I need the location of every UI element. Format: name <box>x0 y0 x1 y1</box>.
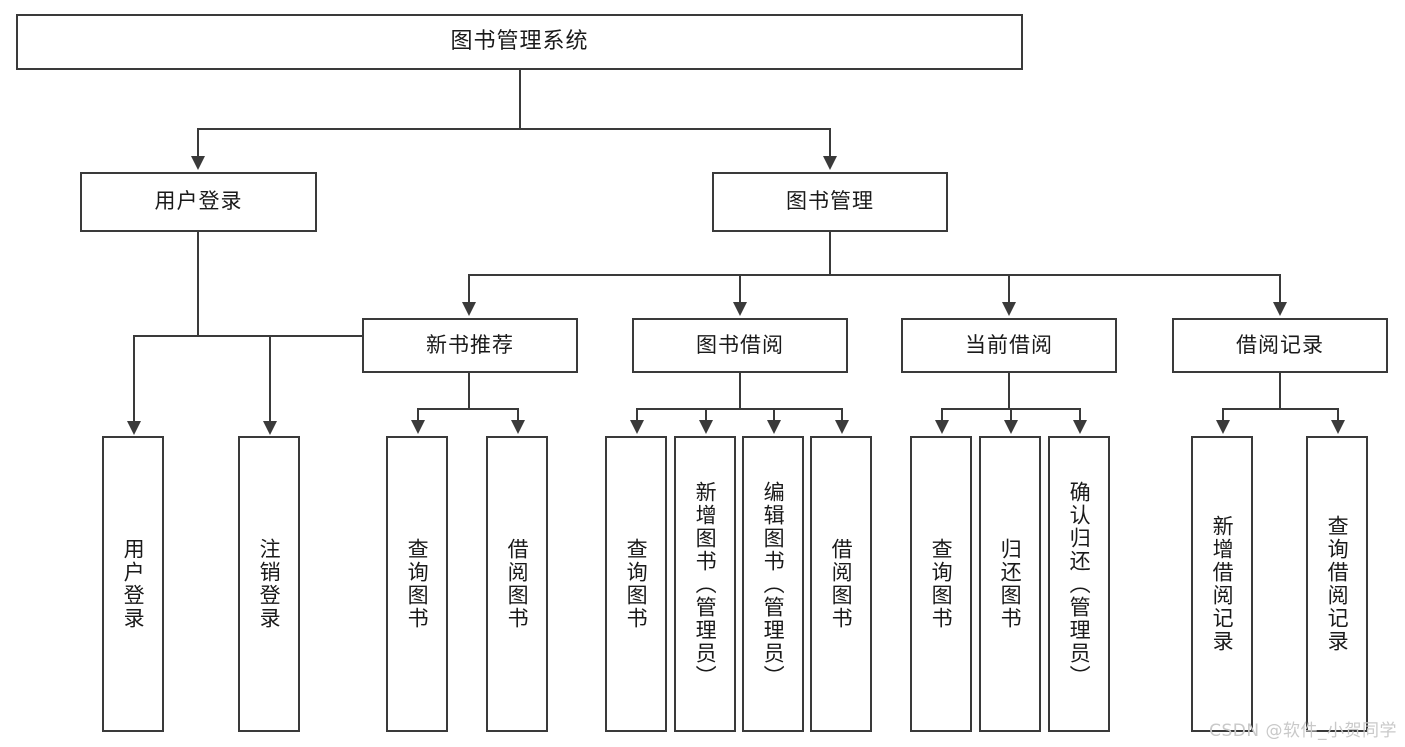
arrow-new-book-to-leaf2 <box>511 420 525 434</box>
arrow-current-borrow-to-leaf1 <box>935 420 949 434</box>
node-label: 查询图书 <box>929 538 954 630</box>
arrow-borrow-record-to-leaf2 <box>1331 420 1345 434</box>
node-label: 图书管理 <box>786 189 874 214</box>
arrow-user-login-to-leaf1 <box>127 421 141 435</box>
node-label: 确认归还（管理员） <box>1067 480 1092 688</box>
edge-root-to-user-login <box>197 128 199 158</box>
edge-user-login-bus <box>133 335 371 337</box>
node-current-borrowing[interactable]: 当前借阅 <box>901 318 1117 373</box>
arrow-current-borrow-to-leaf3 <box>1073 420 1087 434</box>
leaf-current-confirm-return-admin[interactable]: 确认归还（管理员） <box>1048 436 1110 732</box>
arrow-book-borrow-to-leaf3 <box>767 420 781 434</box>
node-label: 借阅记录 <box>1236 332 1324 357</box>
edge-borrow-record-bus <box>1222 408 1339 410</box>
leaf-borrow-add-book-admin[interactable]: 新增图书（管理员） <box>674 436 736 732</box>
node-label: 用户登录 <box>154 189 243 214</box>
arrow-book-manage-to-current-borrow <box>1002 302 1016 316</box>
node-label: 查询图书 <box>624 538 649 630</box>
node-label: 新书推荐 <box>426 332 514 357</box>
leaf-record-add-borrow-record[interactable]: 新增借阅记录 <box>1191 436 1253 732</box>
node-root-book-management-system[interactable]: 图书管理系统 <box>16 14 1023 70</box>
edge-current-borrow-to-leaf2 <box>1010 408 1012 422</box>
node-label: 图书借阅 <box>696 332 784 357</box>
node-label: 查询图书 <box>405 538 430 630</box>
edge-book-manage-trunk <box>829 232 831 274</box>
edge-book-manage-to-book-borrow <box>739 274 741 304</box>
node-label: 新增图书（管理员） <box>693 480 718 688</box>
leaf-borrow-borrow-book[interactable]: 借阅图书 <box>810 436 872 732</box>
edge-book-manage-to-new-book <box>468 274 470 304</box>
edge-borrow-record-trunk <box>1279 373 1281 408</box>
arrow-book-manage-to-borrow-record <box>1273 302 1287 316</box>
edge-new-book-to-leaf2 <box>517 408 519 422</box>
leaf-current-return-book[interactable]: 归还图书 <box>979 436 1041 732</box>
edge-user-login-to-leaf1 <box>133 335 135 423</box>
node-label: 查询借阅记录 <box>1325 515 1350 653</box>
edge-user-login-to-leaf2 <box>269 335 271 423</box>
edge-book-manage-to-current-borrow <box>1008 274 1010 304</box>
leaf-logout[interactable]: 注销登录 <box>238 436 300 732</box>
edge-book-borrow-to-leaf3 <box>773 408 775 422</box>
arrow-book-borrow-to-leaf2 <box>699 420 713 434</box>
arrow-user-login-to-leaf2 <box>263 421 277 435</box>
node-label: 图书管理系统 <box>450 28 589 54</box>
edge-current-borrow-to-leaf1 <box>941 408 943 422</box>
edge-current-borrow-trunk <box>1008 373 1010 408</box>
node-label: 用户登录 <box>121 538 146 630</box>
node-borrowing-record[interactable]: 借阅记录 <box>1172 318 1388 373</box>
arrow-current-borrow-to-leaf2 <box>1004 420 1018 434</box>
leaf-borrow-edit-book-admin[interactable]: 编辑图书（管理员） <box>742 436 804 732</box>
arrow-borrow-record-to-leaf1 <box>1216 420 1230 434</box>
edge-book-borrow-bus <box>636 408 843 410</box>
node-label: 注销登录 <box>257 538 282 630</box>
edge-root-trunk <box>519 70 521 128</box>
edge-book-borrow-to-leaf1 <box>636 408 638 422</box>
node-label: 当前借阅 <box>965 332 1053 357</box>
arrow-book-manage-to-book-borrow <box>733 302 747 316</box>
edge-current-borrow-to-leaf3 <box>1079 408 1081 422</box>
watermark-text: CSDN @软件_小贺同学 <box>1209 721 1397 741</box>
edge-borrow-record-to-leaf2 <box>1337 408 1339 422</box>
node-user-login[interactable]: 用户登录 <box>80 172 317 232</box>
leaf-borrow-query-book[interactable]: 查询图书 <box>605 436 667 732</box>
leaf-user-login[interactable]: 用户登录 <box>102 436 164 732</box>
edge-book-manage-to-borrow-record <box>1279 274 1281 304</box>
leaf-current-query-book[interactable]: 查询图书 <box>910 436 972 732</box>
edge-borrow-record-to-leaf1 <box>1222 408 1224 422</box>
arrow-new-book-to-leaf1 <box>411 420 425 434</box>
node-book-management[interactable]: 图书管理 <box>712 172 948 232</box>
edge-root-bus <box>197 128 831 130</box>
leaf-new-book-query[interactable]: 查询图书 <box>386 436 448 732</box>
arrow-book-manage-to-new-book <box>462 302 476 316</box>
edge-book-borrow-trunk <box>739 373 741 408</box>
arrow-book-borrow-to-leaf1 <box>630 420 644 434</box>
arrow-book-borrow-to-leaf4 <box>835 420 849 434</box>
arrow-root-to-book-manage <box>823 156 837 170</box>
arrow-root-to-user-login <box>191 156 205 170</box>
edge-new-book-trunk <box>468 373 470 408</box>
edge-user-login-trunk <box>197 232 199 335</box>
edge-book-borrow-to-leaf2 <box>705 408 707 422</box>
edge-new-book-to-leaf1 <box>417 408 419 422</box>
leaf-record-query-borrow-record[interactable]: 查询借阅记录 <box>1306 436 1368 732</box>
node-label: 新增借阅记录 <box>1210 515 1235 653</box>
edge-new-book-bus <box>417 408 519 410</box>
node-label: 借阅图书 <box>505 538 530 630</box>
node-label: 编辑图书（管理员） <box>761 480 786 688</box>
node-book-borrowing[interactable]: 图书借阅 <box>632 318 848 373</box>
edge-root-to-book-manage <box>829 128 831 158</box>
node-new-book-recommendation[interactable]: 新书推荐 <box>362 318 578 373</box>
leaf-new-book-borrow[interactable]: 借阅图书 <box>486 436 548 732</box>
edge-book-borrow-to-leaf4 <box>841 408 843 422</box>
node-label: 归还图书 <box>998 538 1023 630</box>
node-label: 借阅图书 <box>829 538 854 630</box>
edge-book-manage-bus <box>468 274 1280 276</box>
